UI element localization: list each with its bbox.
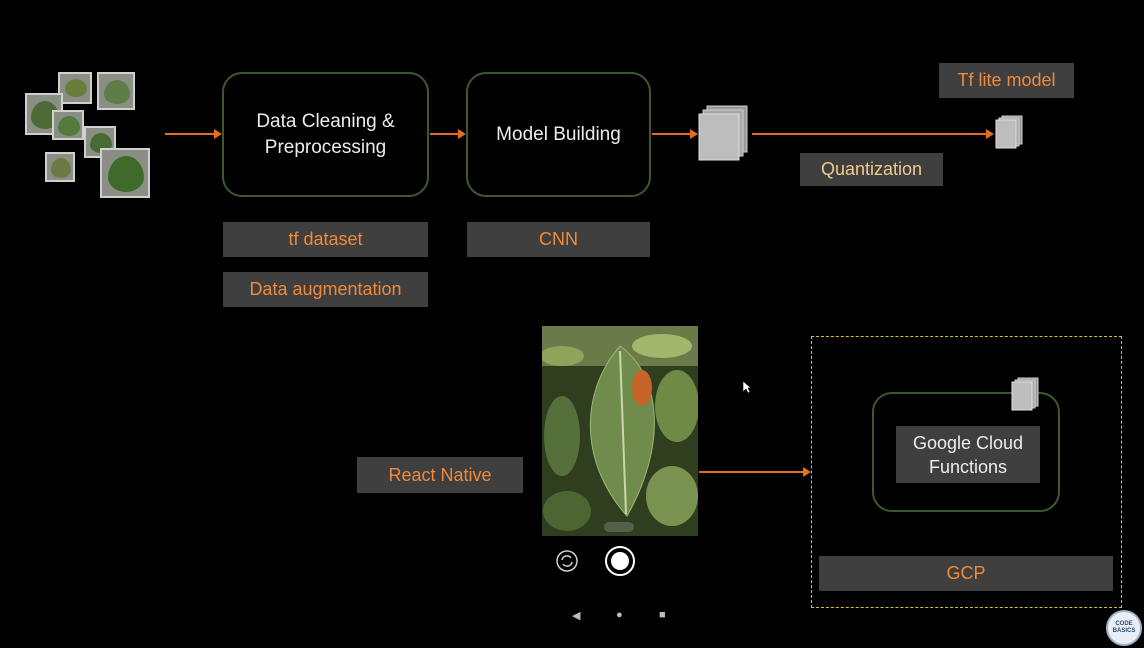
nav-back-icon[interactable]: ◀ [572, 610, 581, 622]
camera-switch-icon[interactable] [555, 549, 579, 573]
gcp-container [811, 336, 1122, 608]
leaf-thumbnail [100, 148, 150, 198]
model-building-stage: Model Building [466, 72, 651, 197]
tf-dataset-tag: tf dataset [223, 222, 428, 257]
codebasics-logo: CODE BASICS [1106, 610, 1142, 646]
cnn-tag: CNN [467, 222, 650, 257]
mouse-pointer-icon [742, 380, 752, 394]
camera-preview-image [542, 326, 698, 536]
arrow-cleaning-to-model [430, 133, 458, 135]
arrow-phone-to-gcp [699, 471, 803, 473]
leaf-thumbnail [58, 72, 92, 104]
document-stack-icon [1011, 377, 1039, 411]
arrow-model-to-model-files [652, 133, 690, 135]
nav-recents-icon[interactable]: ■ [659, 609, 666, 621]
data-augmentation-tag: Data augmentation [223, 272, 428, 307]
gcp-tag: GCP [819, 556, 1113, 591]
data-cleaning-stage: Data Cleaning & Preprocessing [222, 72, 429, 197]
cloud-functions-label: Google Cloud Functions [912, 432, 1024, 477]
react-native-tag: React Native [357, 457, 523, 493]
cloud-functions-tag: Google Cloud Functions [896, 426, 1040, 483]
data-cleaning-label: Data Cleaning & Preprocessing [256, 110, 395, 158]
arrow-to-tflite [752, 133, 986, 135]
leaf-thumbnail [97, 72, 135, 110]
cloud-functions-stage [872, 392, 1060, 512]
model-building-label: Model Building [496, 123, 621, 145]
nav-home-icon[interactable]: ● [616, 609, 623, 621]
leaf-thumbnail [52, 110, 84, 140]
camera-shutter-icon[interactable] [604, 545, 636, 577]
leaf-thumbnail [45, 152, 75, 182]
arrow-collage-to-cleaning [165, 133, 215, 135]
tflite-model-tag: Tf lite model [939, 63, 1074, 98]
document-stack-icon [995, 115, 1023, 149]
document-stack-icon [698, 105, 748, 161]
quantization-tag: Quantization [800, 153, 943, 186]
codebasics-logo-text: CODE BASICS [1112, 621, 1136, 634]
